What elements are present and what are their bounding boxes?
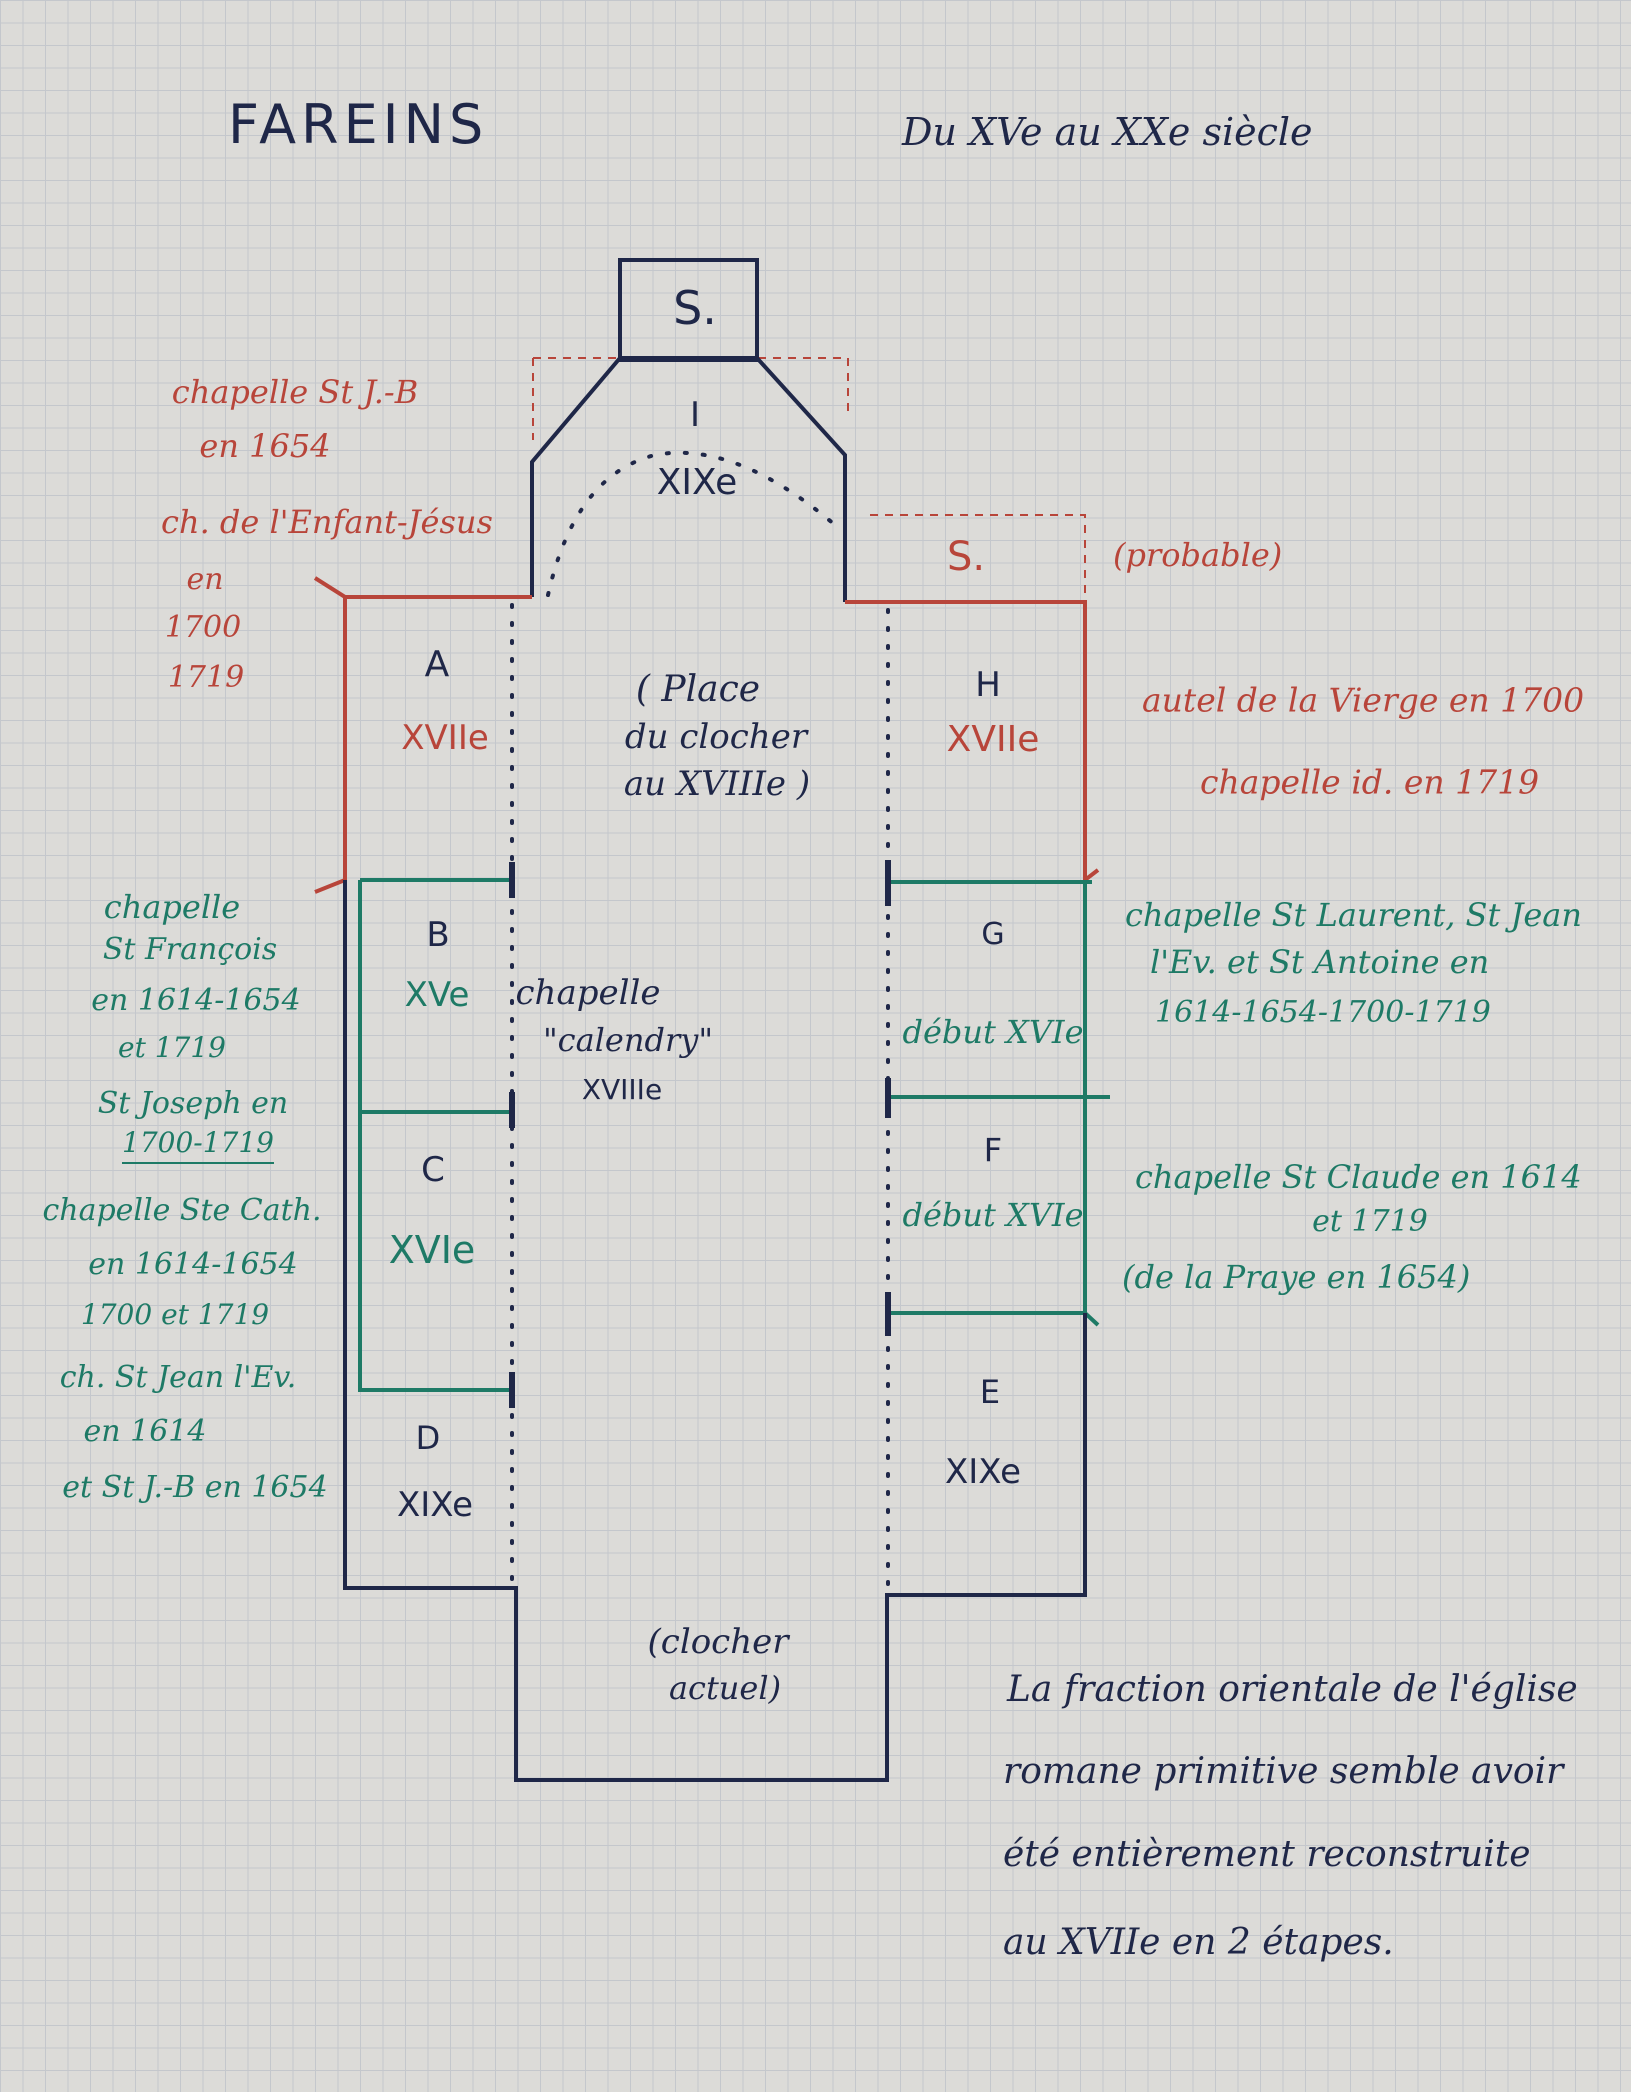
conclusion-line-3: été entièrement reconstruite [1003, 1834, 1531, 1875]
chapel-b-note-5: St Joseph en [97, 1086, 289, 1121]
chapel-c-letter: C [421, 1150, 445, 1190]
probable-note: (probable) [1113, 536, 1283, 574]
choir-century: XIXe [656, 462, 738, 503]
chapel-h-note-1: autel de la Vierge en 1700 [1142, 680, 1585, 720]
left-red-note-2: en 1654 [199, 427, 331, 465]
calendry-line-1: chapelle [515, 973, 661, 1013]
chapel-f-letter: F [983, 1131, 1003, 1169]
sacristy-label: S. [673, 281, 717, 335]
chapel-g-note-3: 1614-1654-1700-1719 [1155, 995, 1491, 1030]
chapel-b-letter: B [426, 915, 450, 955]
left-red-note-3: ch. de l'Enfant-Jésus [161, 503, 493, 541]
left-red-note-5: 1700 [164, 610, 242, 645]
chapel-b-note-6: 1700-1719 [122, 1126, 274, 1159]
chapel-f-century: début XVIe [902, 1196, 1084, 1234]
side-sacristy-label: S. [946, 534, 986, 580]
chapel-h-outline [845, 600, 1100, 885]
chapel-d-note-3: et St J.-B en 1654 [62, 1470, 328, 1505]
chapels-gf-outline [888, 880, 1110, 1327]
page-title: FAREINS [228, 93, 489, 156]
chapel-b-century: XVe [404, 975, 470, 1015]
romanesque-apse-arc [546, 450, 837, 597]
left-red-note-1: chapelle St J.-B [171, 373, 419, 411]
chapel-d-note-1: ch. St Jean l'Ev. [59, 1360, 297, 1395]
pier-marks [509, 860, 891, 1408]
current-tower-line-1: (clocher [647, 1622, 789, 1662]
choir-outline [530, 356, 847, 602]
conclusion-line-4: au XVIIe en 2 étapes. [1003, 1922, 1394, 1963]
chapel-a-outline [313, 576, 532, 599]
conclusion-line-2: romane primitive semble avoir [1003, 1751, 1564, 1792]
calendry-line-2: "calendry" [542, 1021, 714, 1059]
chapel-c-note-2: en 1614-1654 [88, 1247, 298, 1282]
page-subtitle: Du XVe au XXe siècle [902, 110, 1313, 154]
chapel-g-note-1: chapelle St Laurent, St Jean [1125, 896, 1582, 934]
calendry-line-3: XVIIIe [581, 1073, 663, 1106]
chapel-a-letter: A [424, 644, 450, 685]
bell-place-line-2: du clocher [624, 717, 808, 757]
chapel-b-note-4: et 1719 [118, 1031, 226, 1064]
bell-place-line-1: ( Place [635, 669, 761, 710]
left-red-note-6: 1719 [167, 660, 245, 695]
chapel-d-note-2: en 1614 [83, 1414, 207, 1449]
chapel-e-century: XIXe [944, 1452, 1022, 1492]
chapel-h-note-2: chapelle id. en 1719 [1200, 762, 1540, 802]
chapel-c-note-3: 1700 et 1719 [80, 1298, 270, 1331]
choir-label: I [689, 395, 701, 435]
chapel-h-letter: H [975, 665, 1001, 705]
chapels-bc-outline [358, 878, 512, 1392]
chapel-e-letter: E [979, 1373, 1001, 1411]
chapel-a-wall [314, 597, 347, 894]
current-tower-line-2: actuel) [668, 1669, 782, 1707]
conclusion-line-1: La fraction orientale de l'église [1007, 1669, 1578, 1710]
chapel-c-century: XVIe [388, 1228, 476, 1272]
chapel-f-note-2: et 1719 [1312, 1204, 1428, 1239]
chapel-d-century: XIXe [396, 1485, 474, 1525]
chapel-c-note-1: chapelle Ste Cath. [42, 1193, 322, 1228]
chapel-a-century: XVIIe [401, 718, 489, 758]
bell-place-line-3: au XVIIIe ) [623, 764, 811, 804]
chapel-h-century: XVIIe [946, 719, 1040, 760]
chapel-f-note-1: chapelle St Claude en 1614 [1135, 1158, 1582, 1196]
chapel-g-letter: G [981, 917, 1005, 952]
chapel-g-note-2: l'Ev. et St Antoine en [1150, 943, 1490, 981]
probable-sacristy-outline [870, 514, 1086, 595]
left-red-note-4: en [186, 562, 224, 597]
chapel-g-century: début XVIe [902, 1013, 1084, 1051]
chapel-b-note-3: en 1614-1654 [91, 983, 301, 1018]
chapel-f-note-3: (de la Praye en 1654) [1122, 1258, 1471, 1296]
chapel-b-note-2: St François [102, 932, 278, 967]
chapel-d-outline [343, 1313, 1087, 1782]
chapel-b-note-1: chapelle [103, 888, 241, 926]
chapel-d-letter: D [415, 1419, 441, 1457]
